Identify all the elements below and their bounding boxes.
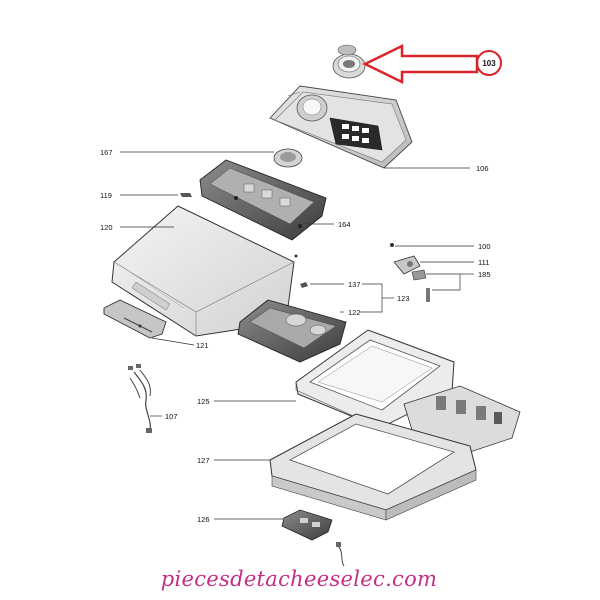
screw-dot [294, 254, 298, 258]
part-167 [273, 148, 303, 168]
watermark-text: piecesdetacheeselec.com [161, 567, 438, 591]
label-122: 122 [348, 308, 361, 317]
label-120: 120 [100, 223, 113, 232]
highlight-circle-103: 103 [476, 50, 502, 76]
part-164-control-module [199, 159, 327, 241]
label-103: 103 [482, 59, 496, 68]
label-111: 111 [478, 258, 489, 267]
part-111-valve [393, 255, 421, 275]
label-126: 126 [197, 515, 210, 524]
part-119-clip [180, 193, 192, 197]
part-121-handle [103, 299, 167, 339]
part-103-knob [332, 44, 366, 79]
label-127: 127 [197, 456, 210, 465]
label-119: 119 [100, 191, 112, 200]
label-106: 106 [476, 164, 489, 173]
label-137: 137 [348, 280, 361, 289]
label-107: 107 [165, 412, 178, 421]
label-121: 121 [196, 341, 209, 350]
label-123: 123 [397, 294, 410, 303]
bottom-wire [336, 542, 345, 567]
label-167: 167 [100, 148, 113, 157]
label-185: 185 [478, 270, 491, 279]
label-125: 125 [197, 397, 210, 406]
part-107-wiring [128, 364, 152, 433]
part-100-screw [390, 243, 394, 247]
label-100: 100 [478, 242, 491, 251]
part-122-dispenser [237, 299, 347, 363]
part-106-control-panel [269, 85, 413, 169]
label-164: 164 [338, 220, 351, 229]
highlight-arrow [362, 44, 479, 84]
part-127-base-frame [269, 413, 477, 521]
part-185-fitting [411, 269, 430, 302]
part-137-small [300, 282, 308, 288]
part-126-bracket [281, 509, 333, 541]
